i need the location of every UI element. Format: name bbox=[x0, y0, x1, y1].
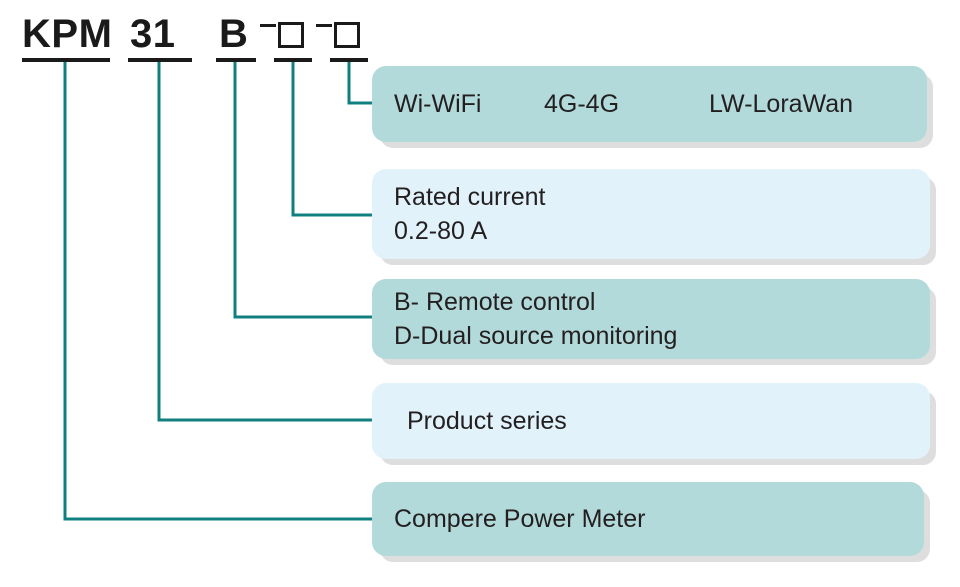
leader-line-product-series bbox=[157, 62, 378, 422]
option-wifi: Wi-WiFi bbox=[394, 90, 482, 118]
code-underline-b bbox=[216, 58, 256, 62]
leader-line-rated-current bbox=[291, 62, 378, 217]
callout-product-name: Compere Power Meter bbox=[372, 482, 924, 556]
code-segment-box1 bbox=[278, 22, 304, 70]
callout-rated-current: Rated current 0.2-80 A bbox=[372, 169, 930, 259]
dash-icon bbox=[260, 24, 276, 27]
code-segment-b: B bbox=[219, 12, 249, 56]
empty-square-icon bbox=[278, 22, 304, 48]
code-underline-31 bbox=[128, 58, 192, 62]
code-segment-kpm: KPM bbox=[22, 12, 113, 56]
callout-communication: Wi-WiFi 4G-4G LW-LoraWan bbox=[372, 66, 927, 142]
leader-line-function-code bbox=[233, 62, 378, 319]
empty-square-icon bbox=[334, 22, 360, 48]
option-lorawan: LW-LoraWan bbox=[709, 90, 854, 118]
communication-options-row: Wi-WiFi 4G-4G LW-LoraWan bbox=[394, 87, 905, 121]
code-separator-1 bbox=[258, 10, 278, 58]
code-segment-31: 31 bbox=[130, 12, 176, 56]
rated-current-title: Rated current bbox=[394, 183, 546, 211]
code-underline-kpm bbox=[22, 58, 110, 62]
callout-function-code: B- Remote control D-Dual source monitori… bbox=[372, 279, 930, 359]
function-code-option-d: D-Dual source monitoring bbox=[394, 322, 678, 350]
model-code-header: KPM 31 B bbox=[0, 0, 380, 72]
option-4g: 4G-4G bbox=[544, 90, 620, 118]
rated-current-value: 0.2-80 A bbox=[394, 217, 488, 245]
leader-line-product-name bbox=[63, 62, 378, 521]
product-name-label: Compere Power Meter bbox=[394, 505, 646, 533]
code-underline-box2 bbox=[330, 58, 368, 62]
code-underline-box1 bbox=[274, 58, 312, 62]
dash-icon bbox=[316, 24, 332, 27]
product-series-label: Product series bbox=[407, 407, 567, 435]
function-code-option-b: B- Remote control bbox=[394, 288, 596, 316]
code-separator-2 bbox=[314, 10, 334, 58]
code-segment-box2 bbox=[334, 22, 360, 70]
callout-product-series: Product series bbox=[372, 383, 930, 459]
